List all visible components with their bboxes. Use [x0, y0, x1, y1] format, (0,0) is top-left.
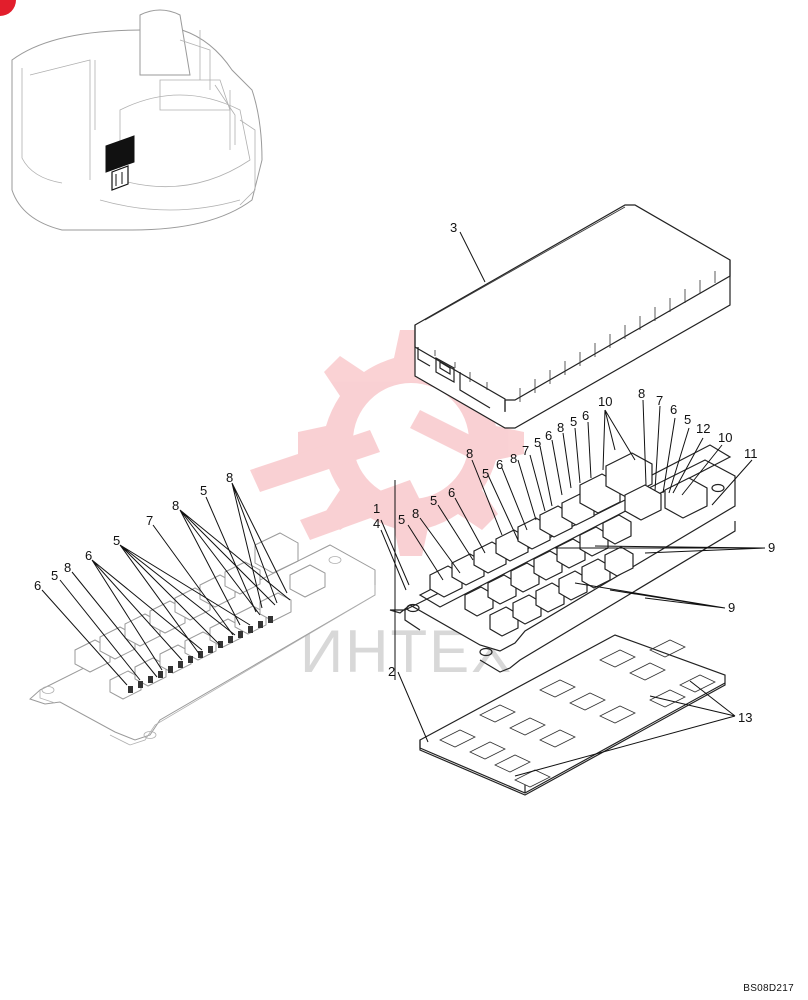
callout-11: 11	[744, 446, 758, 461]
callout-4: 4	[373, 516, 380, 531]
callout-9-upper: 9	[768, 540, 775, 555]
callout-8-l1: 8	[64, 560, 71, 575]
callout-5-r1: 5	[684, 412, 691, 427]
fuse-box-assembled-view	[29, 532, 376, 746]
fuse-box-cover	[414, 204, 731, 429]
location-highlight	[105, 135, 135, 173]
callout-7-r2: 7	[522, 443, 529, 458]
callout-8-r4: 8	[466, 446, 473, 461]
callout-5-r6: 5	[398, 512, 405, 527]
callout-3: 3	[450, 220, 457, 235]
callout-8-r5: 8	[412, 506, 419, 521]
callout-6-r1: 6	[670, 402, 677, 417]
callout-5-l1: 5	[51, 568, 58, 583]
callout-6-r4: 6	[496, 457, 503, 472]
callout-12: 12	[696, 421, 710, 436]
callout-13: 13	[738, 710, 752, 725]
callout-2: 2	[388, 664, 395, 679]
callout-7-r1: 7	[656, 393, 663, 408]
excavator-locator-view	[0, 0, 263, 231]
callout-5-r2: 5	[570, 414, 577, 429]
callout-5-l2: 5	[113, 533, 120, 548]
callout-5-l3: 5	[200, 483, 207, 498]
callout-6-l1: 6	[34, 578, 41, 593]
callout-6-r2: 6	[582, 408, 589, 423]
callout-8-l3: 8	[226, 470, 233, 485]
callout-labels: 3 1 4 2 13 9 9 11 10 12 5 6 7 8 10 6 5 8…	[34, 220, 775, 725]
callout-8-r1: 8	[638, 386, 645, 401]
fuse-box-main-assembly	[389, 444, 736, 673]
callout-5-r5: 5	[430, 493, 437, 508]
callout-7-l1: 7	[146, 513, 153, 528]
callout-9-lower: 9	[728, 600, 735, 615]
callout-8-l2: 8	[172, 498, 179, 513]
callout-6-r3: 6	[545, 428, 552, 443]
callout-6-r5: 6	[448, 485, 455, 500]
callout-10-left: 10	[598, 394, 612, 409]
corner-mark	[0, 0, 16, 16]
callout-5-r3: 5	[534, 435, 541, 450]
callout-8-r3: 8	[510, 451, 517, 466]
callout-6-l2: 6	[85, 548, 92, 563]
callout-10-right: 10	[718, 430, 732, 445]
fuse-box-base-plate	[419, 634, 726, 796]
callout-5-r4: 5	[482, 466, 489, 481]
callout-8-r2: 8	[557, 420, 564, 435]
callout-1: 1	[373, 501, 380, 516]
drawing-code: BS08D217	[743, 983, 794, 994]
leader-lines	[41, 231, 766, 777]
